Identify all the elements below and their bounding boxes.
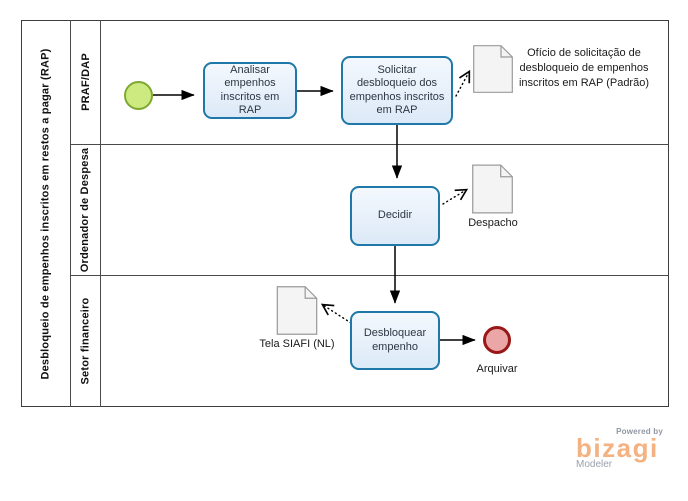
modeler-text: Modeler (576, 459, 613, 470)
lane-label-divider (100, 20, 102, 407)
document-despacho-label: Despacho (468, 217, 518, 229)
lane-setor-financeiro: Setor financeiro (70, 275, 101, 407)
pool-title-divider (70, 20, 72, 407)
task-desbloquear-empenho[interactable]: Desbloquear empenho (350, 311, 440, 370)
start-event[interactable] (124, 81, 153, 110)
document-oficio-icon[interactable] (473, 45, 513, 93)
lane-divider-2 (70, 275, 669, 277)
end-event-label: Arquivar (476, 363, 518, 375)
task-analisar-label: Analisar empenhos inscritos em RAP (220, 63, 280, 117)
task-analisar-empenhos[interactable]: Analisar empenhos inscritos em RAP (203, 62, 297, 119)
lane-divider-1 (70, 144, 669, 146)
bizagi-logo[interactable]: Powered by bizagi Modeler (576, 427, 668, 470)
pool-title: Desbloqueio de empenhos inscritos em res… (21, 20, 70, 407)
task-desbloquear-label: Desbloquear empenho (363, 327, 427, 353)
end-event-arquivar[interactable] (483, 326, 511, 354)
lane-praf-dap: PRAF/DAP (70, 20, 101, 144)
document-tela-siafi-icon[interactable] (276, 286, 318, 335)
pool-title-text: Desbloqueio de empenhos inscritos em res… (39, 47, 52, 380)
powered-by-text: Powered by (616, 427, 663, 436)
document-tela-siafi-label: Tela SIAFI (NL) (259, 338, 335, 350)
task-solicitar-label: Solicitar desbloqueio dos empenhos inscr… (349, 63, 445, 117)
pool-border (21, 20, 669, 407)
task-decidir-label: Decidir (377, 209, 413, 222)
document-despacho-icon[interactable] (472, 164, 513, 214)
task-decidir[interactable]: Decidir (350, 186, 440, 246)
lane-ordenador-despesa: Ordenador de Despesa (70, 144, 101, 275)
document-oficio-label: Ofício de solicitação de desbloqueio de … (518, 47, 649, 89)
bizagi-wordmark: bizagi (576, 433, 659, 463)
lane-setor-financeiro-label: Setor financeiro (79, 297, 92, 385)
lane-ordenador-despesa-label: Ordenador de Despesa (79, 147, 92, 272)
task-solicitar-desbloqueio[interactable]: Solicitar desbloqueio dos empenhos inscr… (341, 56, 453, 125)
lane-praf-dap-label: PRAF/DAP (79, 53, 92, 111)
